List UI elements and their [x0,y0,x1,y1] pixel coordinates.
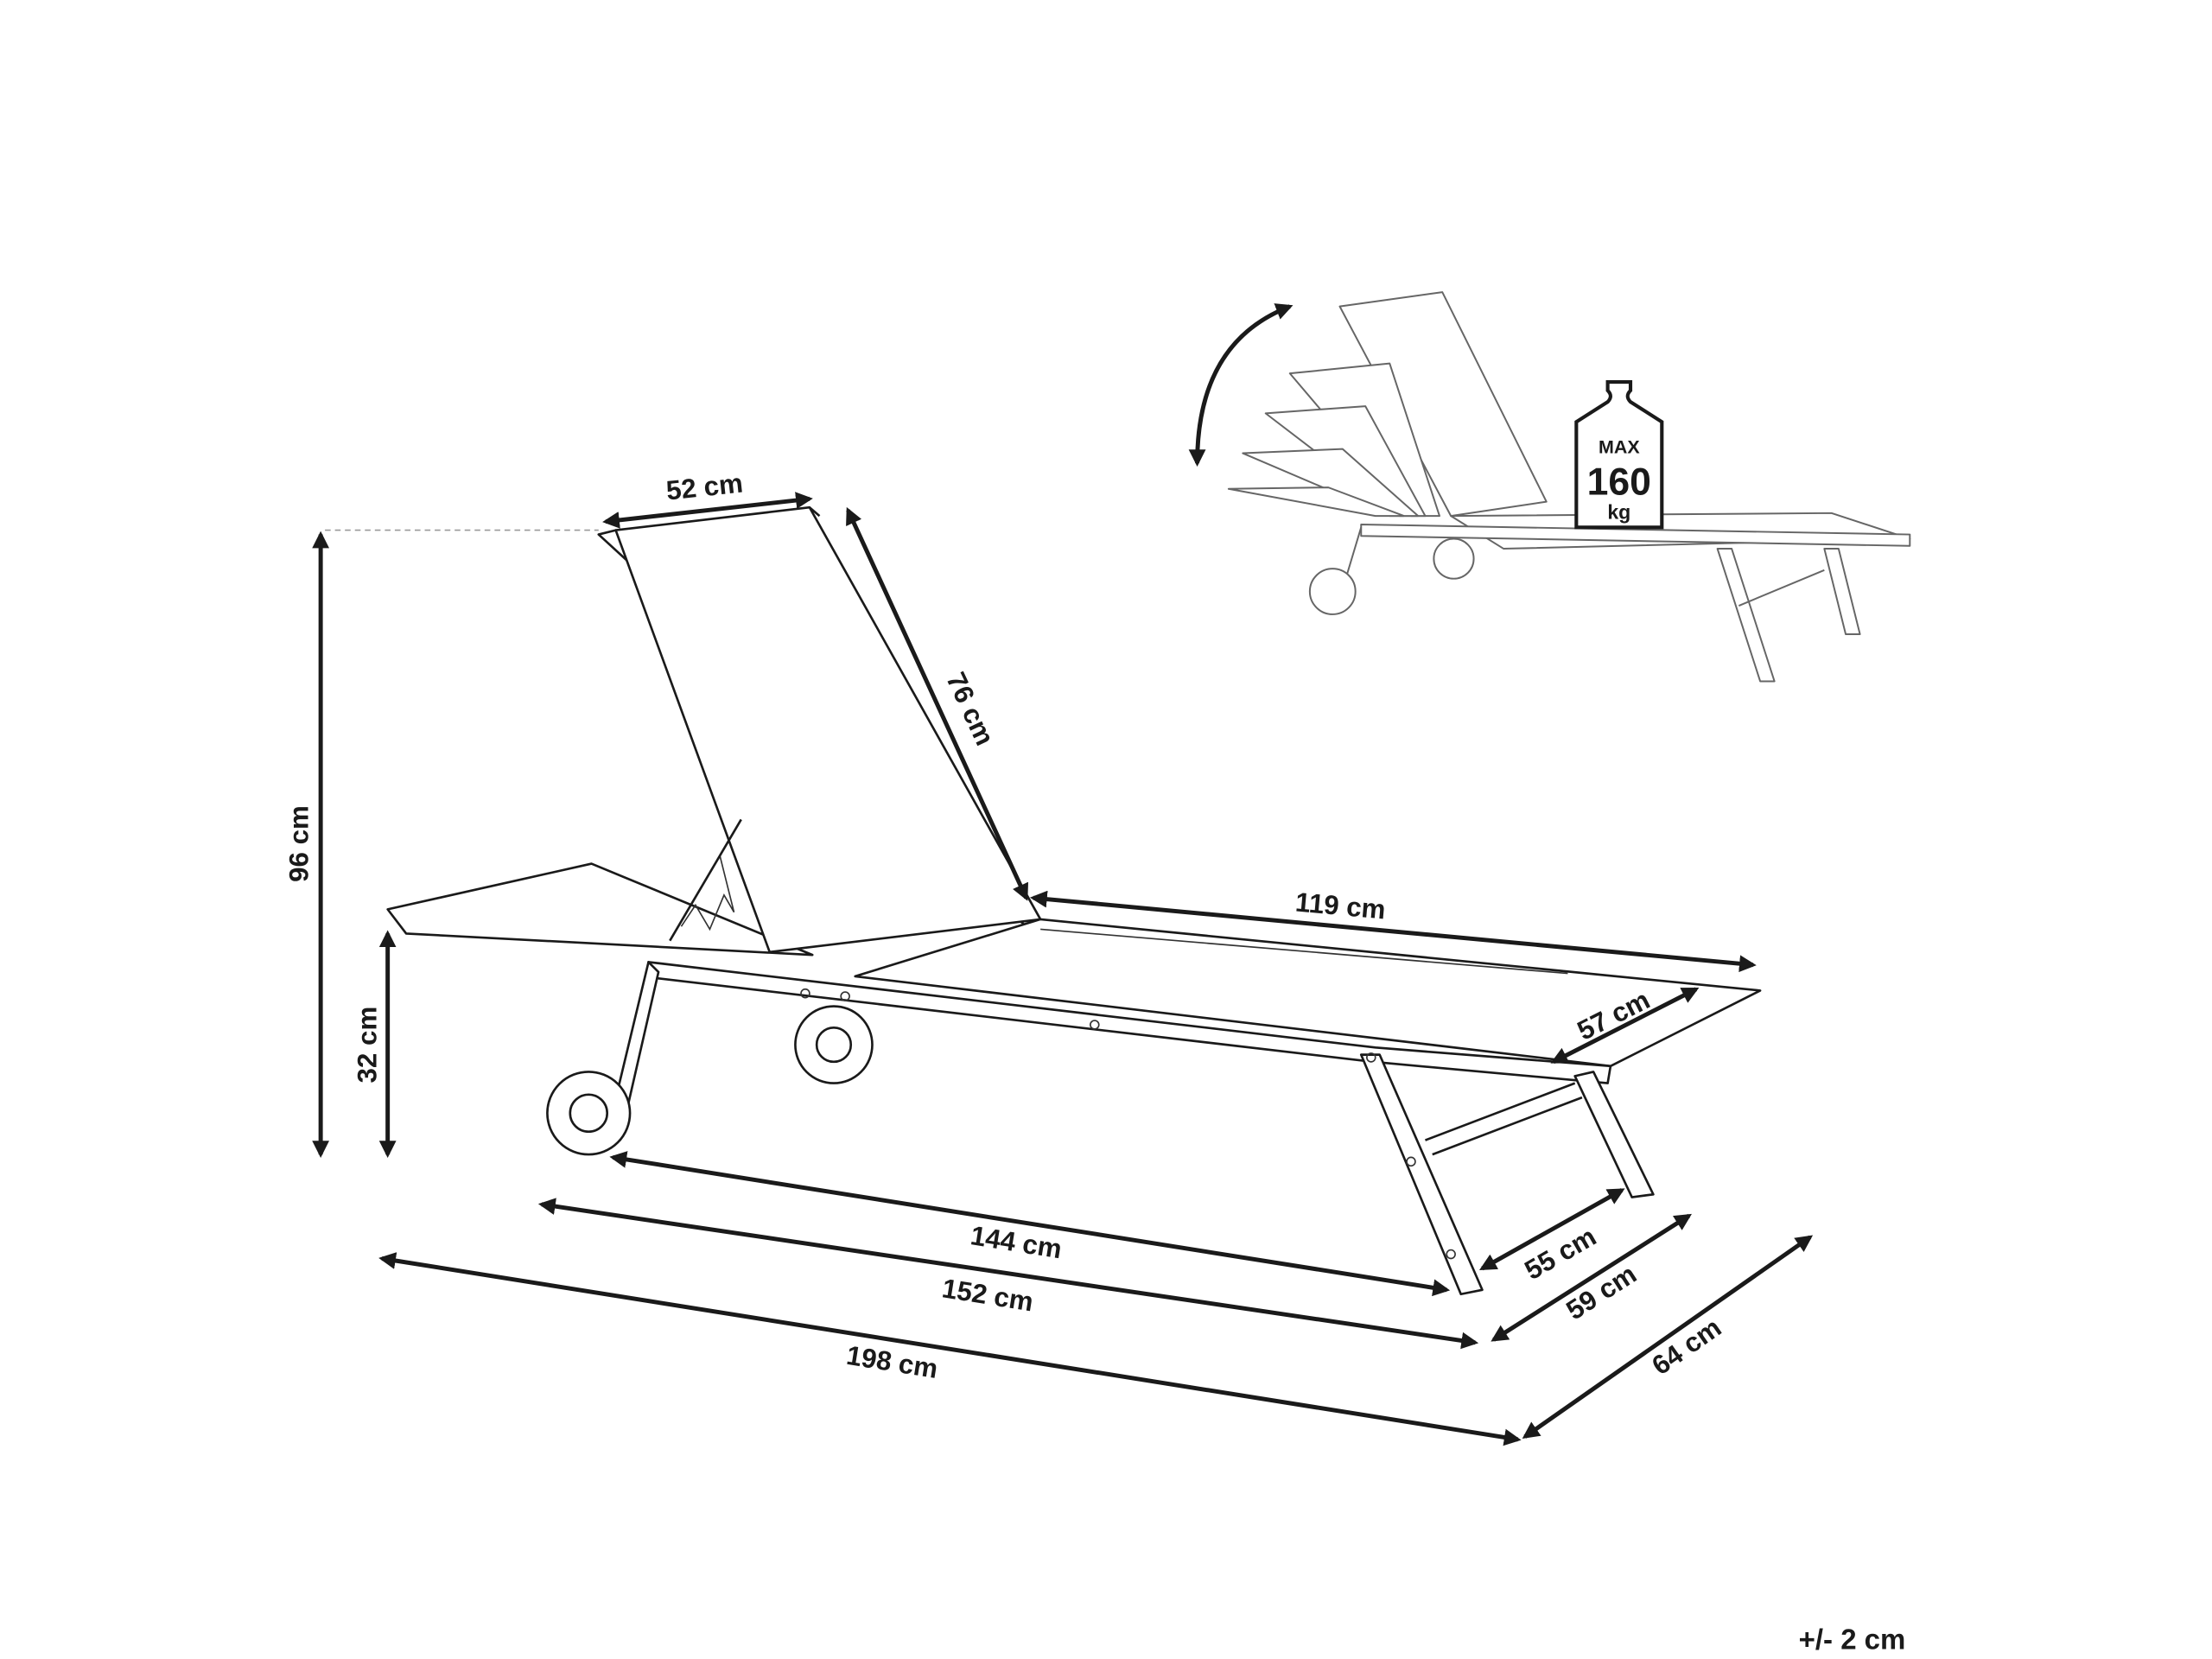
max-load-value: 160 [1587,461,1651,503]
dimension-arrows [312,492,1814,1446]
recline-arrow-icon [1188,303,1294,467]
label-frame-width: 59 cm [1560,1259,1642,1326]
label-backrest-length: 76 cm [940,668,1000,750]
label-backrest-width: 52 cm [664,468,744,506]
max-load-label: MAX [1599,437,1640,458]
label-frame-width-inner: 55 cm [1520,1221,1601,1286]
tolerance-note: +/- 2 cm [1799,1623,1906,1655]
label-total-height: 96 cm [283,805,314,882]
label-seat-height: 32 cm [352,1007,382,1084]
recline-positions-drawing [1227,291,1911,683]
max-load-weight-icon: MAX 160 kg [1574,380,1664,530]
label-seat-length: 119 cm [1294,887,1387,925]
label-frame-length: 152 cm [940,1273,1035,1317]
max-load-unit: kg [1607,500,1630,523]
